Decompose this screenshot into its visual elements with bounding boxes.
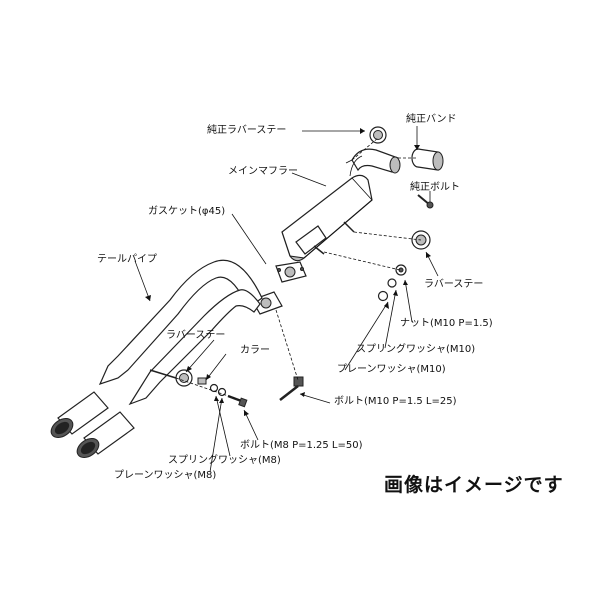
stock-rubber-stay-part	[369, 126, 387, 144]
label-plain-washer-m10: プレーンワッシャ(M10)	[337, 364, 446, 375]
image-disclaimer: 画像はイメージです	[384, 474, 564, 496]
label-rubber-stay-right: ラバーステー	[424, 279, 484, 290]
plain-washer-m8-part	[217, 387, 227, 397]
collar-part	[197, 377, 207, 385]
label-bolt-m8: ボルト(M8 P=1.25 L=50)	[240, 440, 363, 451]
spring-washer-m10-part	[387, 278, 397, 288]
label-gasket: ガスケット(φ45)	[148, 206, 226, 217]
label-main-muffler: メインマフラー	[228, 166, 298, 177]
main-muffler-part	[281, 174, 373, 262]
bolt-m8-part	[227, 394, 248, 408]
bolt-m10-part	[279, 376, 304, 401]
exhaust-tip-2	[76, 411, 135, 459]
label-rubber-stay-left: ラバーステー	[166, 330, 226, 341]
inlet-pipe-part	[345, 148, 401, 174]
label-plain-washer-m8: プレーンワッシャ(M8)	[114, 470, 217, 481]
label-tail-pipe: テールパイプ	[97, 254, 157, 265]
assembly-line-m10-bolt	[275, 309, 299, 381]
assembly-line-m8-bolt	[175, 377, 241, 401]
stock-band-part	[411, 148, 444, 171]
rubber-stay-left-part	[175, 369, 193, 387]
label-stock-band: 純正バンド	[406, 114, 457, 125]
label-stock-rubber-stay: 純正ラバーステー	[207, 125, 287, 136]
spring-washer-m8-part	[209, 383, 219, 393]
tail-pipe-part	[98, 259, 263, 406]
label-spring-washer-m10: スプリングワッシャ(M10)	[356, 344, 476, 355]
nut-part	[395, 264, 407, 276]
label-spring-washer-m8: スプリングワッシャ(M8)	[168, 455, 281, 466]
stock-bolt-part	[417, 194, 434, 209]
exhaust-tip-1	[50, 391, 109, 439]
leader-lines	[134, 126, 439, 473]
gasket-part	[275, 261, 307, 283]
assembly-line-rubber-stay	[353, 231, 422, 241]
label-nut-m10: ナット(M10 P=1.5)	[400, 318, 493, 329]
label-stock-bolt: 純正ボルト	[410, 182, 460, 193]
assembly-line-stock-stay	[351, 137, 379, 161]
label-bolt-m10: ボルト(M10 P=1.5 L=25)	[334, 396, 457, 407]
plain-washer-m10-part	[377, 290, 389, 302]
label-collar: カラー	[240, 345, 270, 356]
assembly-line-m10-nut	[323, 251, 401, 271]
